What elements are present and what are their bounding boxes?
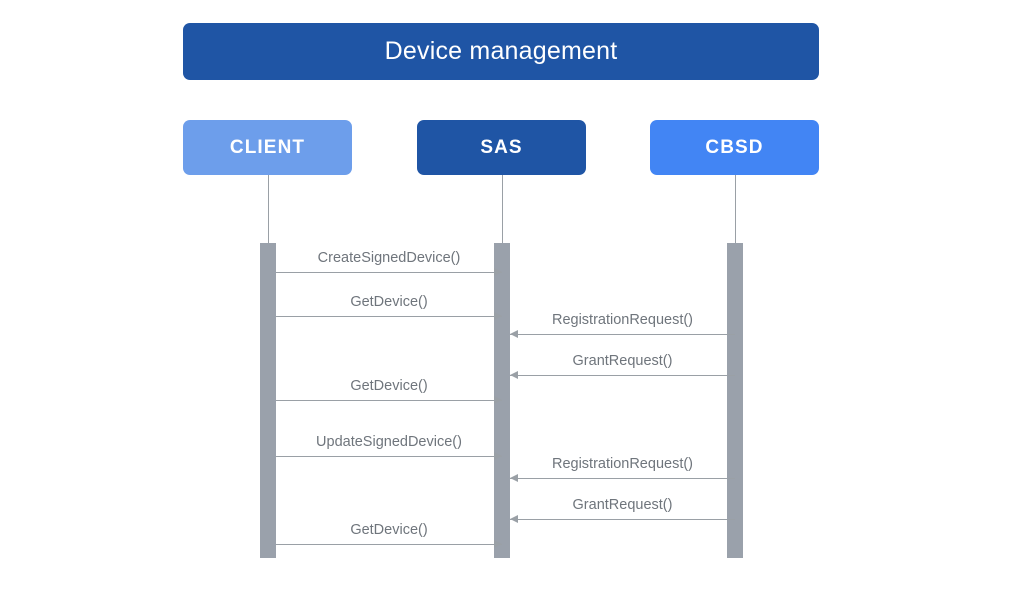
message-label: GrantRequest() (572, 496, 673, 513)
arrowhead-left-icon (510, 474, 518, 482)
message-line (276, 456, 502, 457)
message-label: CreateSignedDevice() (317, 249, 461, 266)
activation-bar-sas (494, 243, 510, 558)
arrowhead-left-icon (510, 515, 518, 523)
participant-box-client[interactable]: CLIENT (183, 120, 352, 175)
message-line (276, 316, 502, 317)
message-line (510, 519, 735, 520)
message-line (510, 375, 735, 376)
message-label: GetDevice() (350, 377, 428, 394)
arrowhead-left-icon (510, 371, 518, 379)
participant-label-client: CLIENT (229, 137, 306, 158)
arrowhead-right-icon (494, 452, 502, 460)
arrowhead-right-icon (494, 268, 502, 276)
message-label: UpdateSignedDevice() (316, 433, 462, 450)
message-line (510, 478, 735, 479)
lifeline-cbsd (735, 175, 736, 243)
page-title: Device management (384, 37, 618, 65)
diagram-title-banner: Device management (183, 23, 819, 80)
arrowhead-left-icon (510, 330, 518, 338)
message-line (276, 400, 502, 401)
participant-label-cbsd: CBSD (705, 137, 764, 158)
message-line (276, 272, 502, 273)
lifeline-sas (502, 175, 503, 243)
message-label: RegistrationRequest() (551, 311, 694, 328)
lifeline-client (268, 175, 269, 243)
activation-bar-cbsd (727, 243, 743, 558)
message-label: GrantRequest() (572, 352, 673, 369)
message-label: GetDevice() (350, 293, 428, 310)
message-line (510, 334, 735, 335)
activation-bar-client (260, 243, 276, 558)
message-label: GetDevice() (350, 521, 428, 538)
arrowhead-right-icon (494, 312, 502, 320)
arrowhead-right-icon (494, 540, 502, 548)
arrowhead-right-icon (494, 396, 502, 404)
participant-box-sas[interactable]: SAS (417, 120, 586, 175)
participant-label-sas: SAS (480, 137, 523, 158)
participant-box-cbsd[interactable]: CBSD (650, 120, 819, 175)
message-line (276, 544, 502, 545)
message-label: RegistrationRequest() (551, 455, 694, 472)
